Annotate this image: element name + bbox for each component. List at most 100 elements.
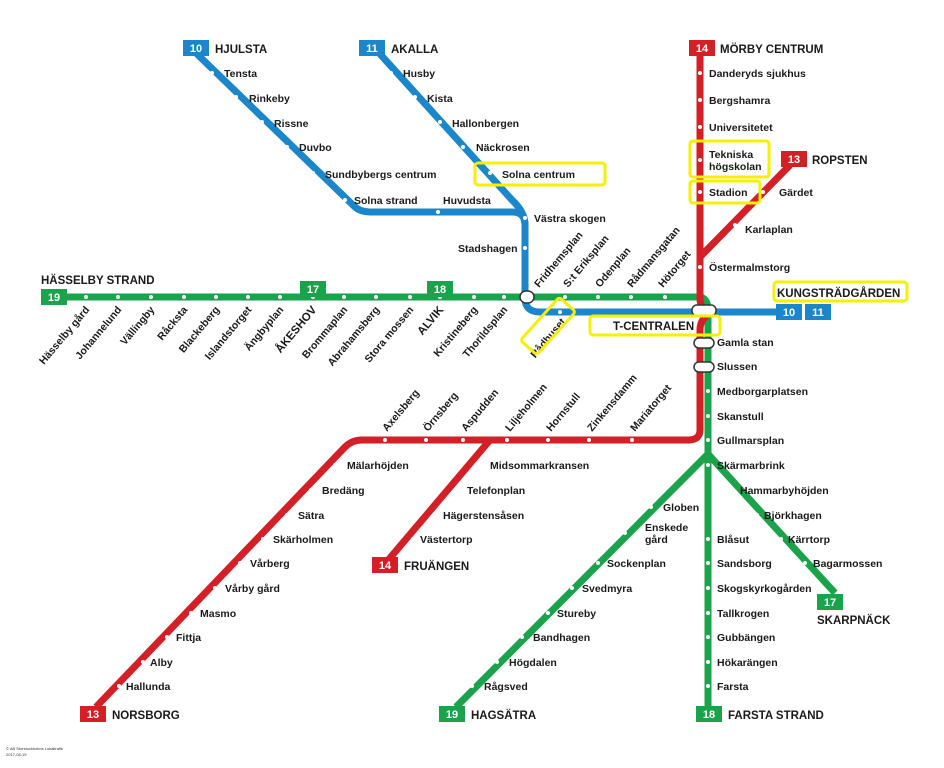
terminal-name: FRUÄNGEN (404, 560, 469, 573)
terminal-kungstradgarden: 10 11 KUNGSTRÄDGÅRDEN (776, 287, 900, 320)
station-label: Gubbängen (717, 632, 775, 644)
station-label: Midsommarkransen (490, 460, 589, 472)
station-label: Bredäng (322, 485, 365, 497)
station-label: Sundbybergs centrum (325, 169, 436, 181)
terminal-hagsatra: 19 HAGSÄTRA (439, 706, 536, 722)
highlight-t-centralen (588, 314, 722, 337)
station-label: Västra skogen (534, 213, 606, 225)
station-dots (84, 71, 807, 688)
terminal-skarpnack: 17 SKARPNÄCK (817, 594, 891, 627)
station-label: Globen (663, 502, 699, 514)
station-label: Liljeholmen (503, 382, 550, 434)
station-label: Skanstull (717, 411, 764, 423)
station-label: Sätra (298, 510, 324, 522)
highlight-kungstradgarden (772, 280, 909, 303)
station-label: Aspudden (459, 387, 501, 434)
station-label: Örnsberg (420, 389, 460, 434)
highlight-stadion (688, 179, 762, 205)
station-label: Hägerstensåsen (443, 510, 524, 522)
line-number: 18 (434, 284, 446, 296)
terminal-ropsten: 13 ROPSTEN (781, 151, 868, 167)
station-label: Högdalen (509, 657, 557, 669)
station-label: Sockenplan (607, 558, 666, 570)
terminal-name: SKARPNÄCK (817, 614, 891, 627)
station-label: Hallonbergen (452, 118, 519, 130)
line-number: 11 (812, 307, 824, 319)
station-label: Kärrtorp (788, 534, 830, 546)
terminal-name: ROPSTEN (812, 155, 868, 167)
station-label: Östermalmstorg (709, 261, 790, 274)
station-label: Kista (427, 93, 453, 105)
line-number: 10 (190, 43, 202, 55)
station-label: Tensta (224, 68, 257, 80)
terminal-hjulsta: 10 HJULSTA (183, 40, 267, 56)
footer-credit: © AB Storstockholms Lokaltrafik (6, 746, 63, 751)
station-label: Hökarängen (717, 657, 778, 669)
station-label: Björkhagen (764, 510, 822, 522)
station-label: Tekniska (709, 149, 753, 161)
station-label: Mariatorget (628, 382, 674, 434)
station-label: Medborgarplatsen (717, 386, 808, 398)
station-label: Masmo (200, 608, 236, 620)
highlight-radhuset (520, 296, 576, 356)
station-label: Danderyds sjukhus (709, 68, 806, 80)
terminal-fruangen: 14 FRUÄNGEN (372, 557, 469, 573)
station-label: Mälarhöjden (347, 460, 409, 472)
terminal-name: HJULSTA (215, 44, 267, 56)
terminal-name: MÖRBY CENTRUM (720, 43, 823, 56)
station-label: Stadion (709, 187, 748, 199)
station-label: Karlaplan (745, 224, 793, 236)
station-label: Hammarbyhöjden (740, 485, 829, 497)
station-label: Gamla stan (717, 337, 774, 349)
rotated-labels-central: Fridhemsplan S:t Eriksplan Odenplan Rådm… (532, 225, 694, 290)
terminal-name: HÄSSELBY STRAND (41, 274, 155, 287)
station-label: Universitetet (709, 122, 773, 134)
station-label: Vårberg (250, 558, 290, 570)
station-label: Solna centrum (502, 169, 575, 181)
station-label: Stadshagen (458, 243, 518, 255)
terminal-name: HAGSÄTRA (471, 709, 536, 722)
rotated-labels-west: Hässelby gård Johannelund Vällingby Råck… (37, 303, 569, 368)
station-label: Tallkrogen (717, 608, 769, 620)
station-label: Hallunda (126, 681, 170, 693)
station-labels: Tensta Rinkeby Rissne Duvbo Sundbybergs … (126, 68, 882, 693)
line-number: 19 (446, 709, 458, 721)
t-centralen-interchange (691, 304, 717, 317)
station-label: Telefonplan (467, 485, 525, 497)
station-label: Husby (403, 68, 435, 80)
fridhemsplan-interchange (519, 290, 535, 304)
blue-line-11 (377, 51, 529, 226)
station-label: Skärmarbrink (717, 460, 785, 472)
terminal-name: AKALLA (391, 44, 438, 56)
station-label: Enskede (645, 522, 688, 534)
highlight-tekniska-hogskolan (688, 139, 771, 179)
station-label: Skogskyrkogården (717, 583, 812, 595)
station-label: gård (645, 534, 668, 546)
line-number: 10 (783, 307, 795, 319)
station-label: Axelsberg (380, 387, 422, 434)
highlight-boxes (473, 139, 909, 356)
terminal-akalla: 11 AKALLA (359, 40, 438, 56)
station-label: Näckrosen (476, 142, 530, 154)
terminal-hasselby: 19 HÄSSELBY STRAND (41, 274, 155, 305)
station-label: Farsta (717, 681, 749, 693)
station-label: Hornstull (544, 391, 583, 434)
line-number: 11 (366, 43, 378, 55)
line-number: 17 (824, 597, 836, 609)
terminal-name: NORSBORG (112, 710, 180, 722)
line-number: 13 (87, 709, 99, 721)
station-label: Gärdet (779, 187, 813, 199)
terminal-norsborg: 13 NORSBORG (80, 706, 180, 722)
station-label: Vårby gård (225, 583, 280, 595)
station-label: ALVIK (415, 304, 446, 338)
station-label: Västertorp (420, 534, 473, 546)
station-label: Gullmarsplan (717, 435, 784, 447)
station-label: Rinkeby (249, 93, 290, 105)
line-number: 13 (788, 154, 800, 166)
gamla-stan-interchange (693, 337, 715, 349)
station-label: Rissne (274, 118, 309, 130)
station-label: Blåsut (717, 534, 750, 546)
terminal-name: FARSTA STRAND (728, 710, 824, 722)
station-label: Svedmyra (582, 583, 632, 595)
